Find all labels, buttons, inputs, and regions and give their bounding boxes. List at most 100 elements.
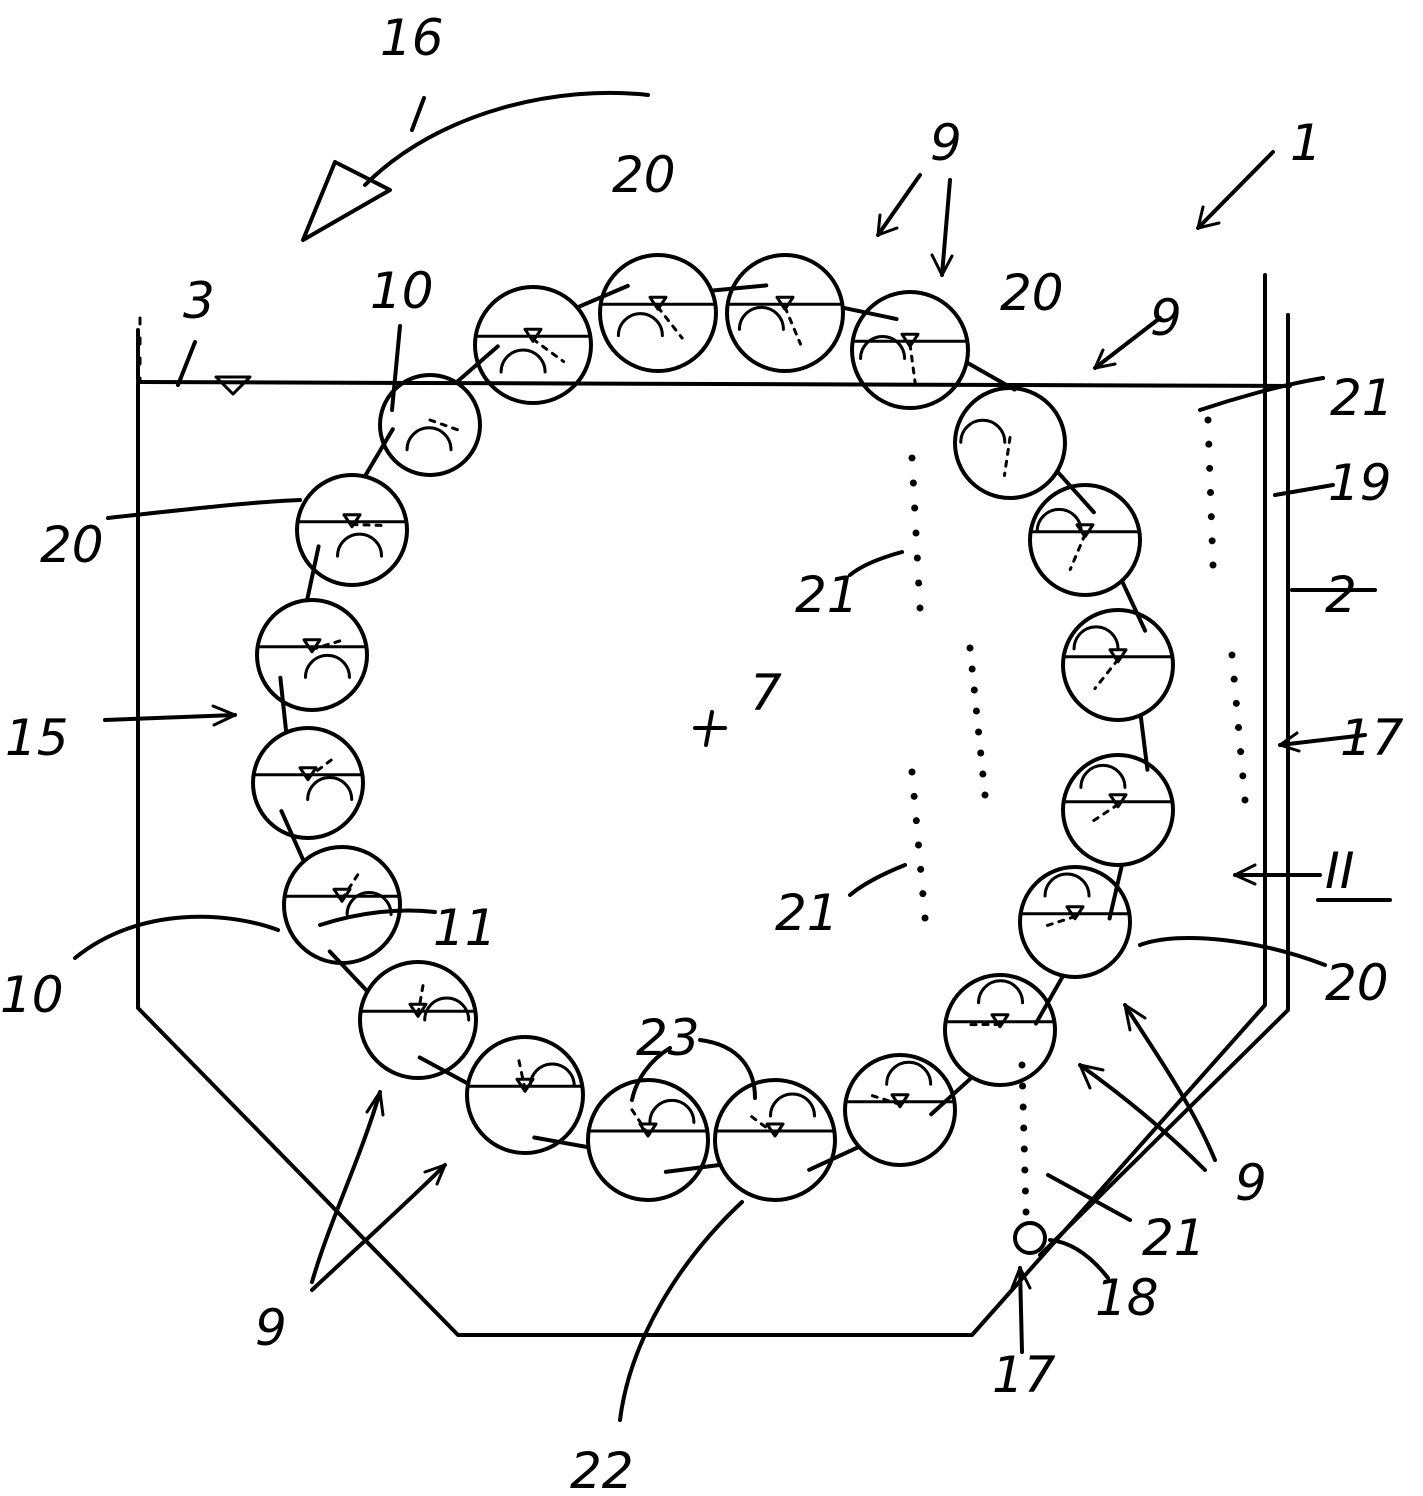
bubble-dot bbox=[1235, 724, 1242, 731]
tube-element bbox=[807, 1053, 957, 1172]
tube-element bbox=[251, 675, 365, 840]
bubble-dot bbox=[1239, 772, 1247, 780]
label-9-top-a: 9 bbox=[930, 114, 962, 172]
label-21-mid-lower: 21 bbox=[775, 884, 839, 942]
tube-element bbox=[929, 973, 1057, 1117]
bubble-dot bbox=[908, 768, 916, 776]
bubble-dot bbox=[1206, 464, 1214, 472]
bubble-dot bbox=[975, 728, 983, 736]
label-20-left: 20 bbox=[40, 516, 104, 574]
bubble-trails bbox=[908, 416, 1249, 1216]
bubble-dot bbox=[909, 479, 917, 487]
bubble-dot bbox=[1018, 1061, 1026, 1069]
bubble-dot bbox=[1021, 1187, 1029, 1195]
bubble-dot bbox=[1232, 699, 1240, 707]
water-level bbox=[138, 375, 1292, 396]
aerator-pipe bbox=[1013, 1221, 1047, 1255]
bubble-dot bbox=[1209, 561, 1217, 569]
label-17-bottom: 17 bbox=[992, 1346, 1056, 1404]
bubble-dot bbox=[1208, 537, 1216, 545]
label-10-left: 10 bbox=[0, 966, 64, 1024]
label-15: 15 bbox=[5, 709, 69, 767]
bubble-dot bbox=[912, 529, 920, 537]
tube-element bbox=[295, 427, 409, 587]
bubble-dot bbox=[916, 604, 924, 612]
tube-element bbox=[725, 253, 899, 373]
label-20-top-right: 20 bbox=[1000, 264, 1064, 322]
label-23: 23 bbox=[636, 1009, 700, 1067]
label-2: 2 bbox=[1325, 566, 1357, 624]
tank-wall bbox=[136, 273, 1290, 1337]
label-17-right: 17 bbox=[1340, 709, 1404, 767]
label-19: 19 bbox=[1328, 454, 1392, 512]
tube-element bbox=[327, 949, 478, 1080]
bubble-dot bbox=[915, 579, 923, 587]
label-9-bottom-left: 9 bbox=[255, 1299, 287, 1357]
label-22: 22 bbox=[570, 1442, 634, 1496]
bubble-dot bbox=[921, 914, 929, 922]
label-21-top-right: 21 bbox=[1330, 369, 1394, 427]
tube-element bbox=[1061, 753, 1175, 921]
tube-element bbox=[663, 1078, 837, 1202]
center-marker bbox=[693, 710, 727, 747]
bubble-dot bbox=[1230, 675, 1238, 683]
bubble-dot bbox=[1204, 416, 1212, 424]
tube-element bbox=[473, 283, 630, 405]
label-16: 16 bbox=[380, 9, 444, 67]
tube-element bbox=[279, 809, 402, 965]
label-3: 3 bbox=[183, 272, 215, 330]
bubble-dot bbox=[972, 707, 980, 715]
tube-element bbox=[532, 1078, 710, 1202]
bubble-dot bbox=[1241, 796, 1249, 804]
tube-ring bbox=[251, 253, 1175, 1202]
label-9-top-b: 9 bbox=[1150, 289, 1182, 347]
tube-element bbox=[953, 386, 1096, 515]
label-11: 11 bbox=[433, 899, 497, 957]
tube-element bbox=[417, 1035, 585, 1155]
tube-element bbox=[1018, 865, 1132, 1026]
bubble-dot bbox=[966, 644, 974, 652]
bubble-dot bbox=[981, 791, 989, 799]
bubble-dot bbox=[913, 554, 921, 562]
bubble-dot bbox=[1207, 489, 1214, 496]
bubble-dot bbox=[911, 504, 919, 512]
label-1: 1 bbox=[1290, 114, 1322, 172]
label-II: II bbox=[1325, 842, 1355, 900]
label-18: 18 bbox=[1095, 1269, 1159, 1327]
bubble-dot bbox=[1228, 651, 1236, 659]
bubble-dot bbox=[1020, 1124, 1028, 1132]
bubble-dot bbox=[977, 749, 985, 757]
leader-lines bbox=[73, 96, 1392, 1422]
label-9-bottom-right: 9 bbox=[1235, 1154, 1267, 1212]
bubble-dot bbox=[1205, 440, 1213, 448]
label-7: 7 bbox=[750, 664, 782, 722]
bubble-dot bbox=[1021, 1166, 1029, 1174]
bubble-dot bbox=[1237, 748, 1245, 756]
bubble-dot bbox=[1022, 1208, 1030, 1216]
bubble-dot bbox=[1020, 1145, 1028, 1153]
bubble-dot bbox=[912, 817, 920, 825]
bubble-dot bbox=[919, 890, 927, 898]
bubble-dot bbox=[915, 841, 922, 849]
tube-element bbox=[1061, 608, 1175, 772]
bubble-dot bbox=[910, 792, 918, 800]
bubble-dot bbox=[1207, 513, 1215, 521]
label-20-right: 20 bbox=[1325, 954, 1389, 1012]
tube-element bbox=[1028, 483, 1148, 633]
bubble-dot bbox=[968, 665, 976, 673]
tube-element bbox=[255, 544, 369, 712]
label-10-top: 10 bbox=[370, 262, 434, 320]
bubble-dot bbox=[1019, 1103, 1027, 1111]
bubble-dot bbox=[970, 686, 978, 694]
bubble-dot bbox=[917, 865, 925, 873]
label-21-bottom: 21 bbox=[1142, 1209, 1206, 1267]
tube-element bbox=[850, 290, 1017, 410]
bubble-dot bbox=[1019, 1082, 1027, 1090]
label-21-mid-upper: 21 bbox=[795, 566, 859, 624]
bubble-dot bbox=[908, 454, 916, 462]
tube-element bbox=[598, 253, 769, 373]
bubble-dot bbox=[979, 770, 987, 778]
reference-numerals: 1 2 3 7 9 9 9 9 10 10 11 15 16 17 17 18 … bbox=[0, 9, 1404, 1496]
rotation-arrow bbox=[301, 90, 650, 242]
